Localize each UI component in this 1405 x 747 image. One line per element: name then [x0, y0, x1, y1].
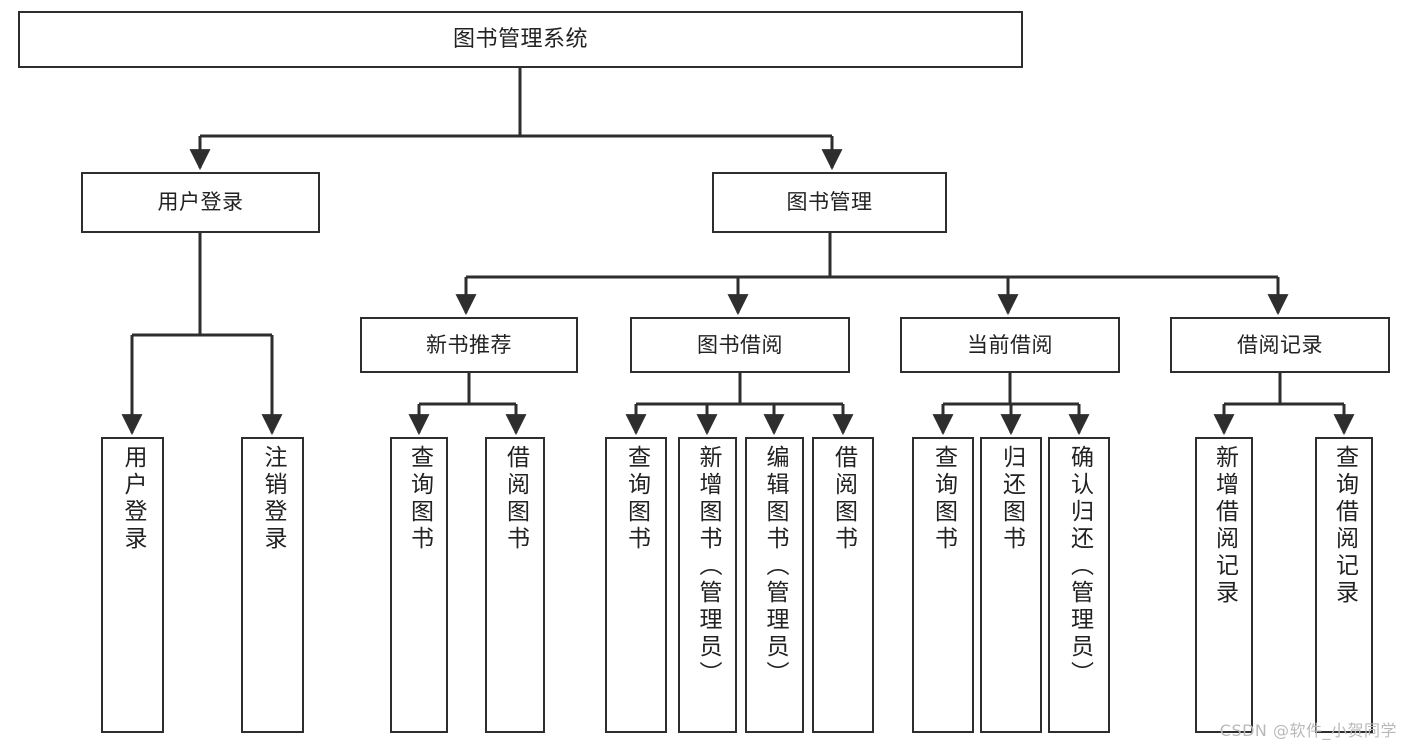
leaf-user-logout[interactable]: 注销登录: [241, 437, 304, 733]
node-book-management-label: 图书管理: [786, 190, 873, 215]
leaf-add-borrow-record[interactable]: 新增借阅记录: [1195, 437, 1253, 733]
node-user-login[interactable]: 用户登录: [81, 172, 320, 233]
leaf-query-book-recommend[interactable]: 查询图书: [390, 437, 448, 733]
leaf-edit-book-admin[interactable]: 编辑图书（管理员）: [745, 437, 804, 733]
node-book-management[interactable]: 图书管理: [712, 172, 947, 233]
leaf-borrow-book-recommend-label: 借阅图书: [502, 445, 529, 553]
leaf-borrow-book[interactable]: 借阅图书: [812, 437, 874, 733]
leaf-user-logout-label: 注销登录: [260, 445, 286, 553]
leaf-query-book-current[interactable]: 查询图书: [912, 437, 974, 733]
node-book-borrow[interactable]: 图书借阅: [630, 317, 850, 373]
node-new-book-recommend-label: 新书推荐: [426, 332, 512, 357]
leaf-confirm-return-admin-label: 确认归还（管理员）: [1066, 445, 1093, 688]
leaf-query-book-borrow[interactable]: 查询图书: [605, 437, 667, 733]
leaf-borrow-book-recommend[interactable]: 借阅图书: [485, 437, 545, 733]
node-root-label: 图书管理系统: [452, 26, 588, 52]
watermark: CSDN @软件_小贺同学: [1219, 721, 1397, 740]
leaf-query-book-current-label: 查询图书: [930, 445, 957, 553]
leaf-return-book-label: 归还图书: [998, 445, 1025, 553]
leaf-add-book-admin-label: 新增图书（管理员）: [695, 445, 721, 688]
leaf-user-login[interactable]: 用户登录: [101, 437, 164, 733]
leaf-query-book-borrow-label: 查询图书: [623, 445, 650, 553]
node-new-book-recommend[interactable]: 新书推荐: [360, 317, 578, 373]
leaf-confirm-return-admin[interactable]: 确认归还（管理员）: [1048, 437, 1110, 733]
node-book-borrow-label: 图书借阅: [697, 332, 783, 357]
leaf-return-book[interactable]: 归还图书: [980, 437, 1042, 733]
leaf-add-borrow-record-label: 新增借阅记录: [1211, 445, 1238, 607]
node-root[interactable]: 图书管理系统: [18, 11, 1023, 68]
leaf-query-borrow-record[interactable]: 查询借阅记录: [1315, 437, 1373, 733]
node-borrow-record[interactable]: 借阅记录: [1170, 317, 1390, 373]
leaf-add-book-admin[interactable]: 新增图书（管理员）: [678, 437, 737, 733]
node-current-borrow-label: 当前借阅: [967, 332, 1053, 357]
leaf-edit-book-admin-label: 编辑图书（管理员）: [762, 445, 788, 688]
node-current-borrow[interactable]: 当前借阅: [900, 317, 1120, 373]
node-user-login-label: 用户登录: [157, 190, 244, 215]
leaf-borrow-book-label: 借阅图书: [830, 445, 857, 553]
leaf-user-login-label: 用户登录: [120, 445, 146, 553]
leaf-query-borrow-record-label: 查询借阅记录: [1331, 445, 1358, 607]
node-borrow-record-label: 借阅记录: [1237, 332, 1323, 357]
leaf-query-book-recommend-label: 查询图书: [406, 445, 433, 553]
